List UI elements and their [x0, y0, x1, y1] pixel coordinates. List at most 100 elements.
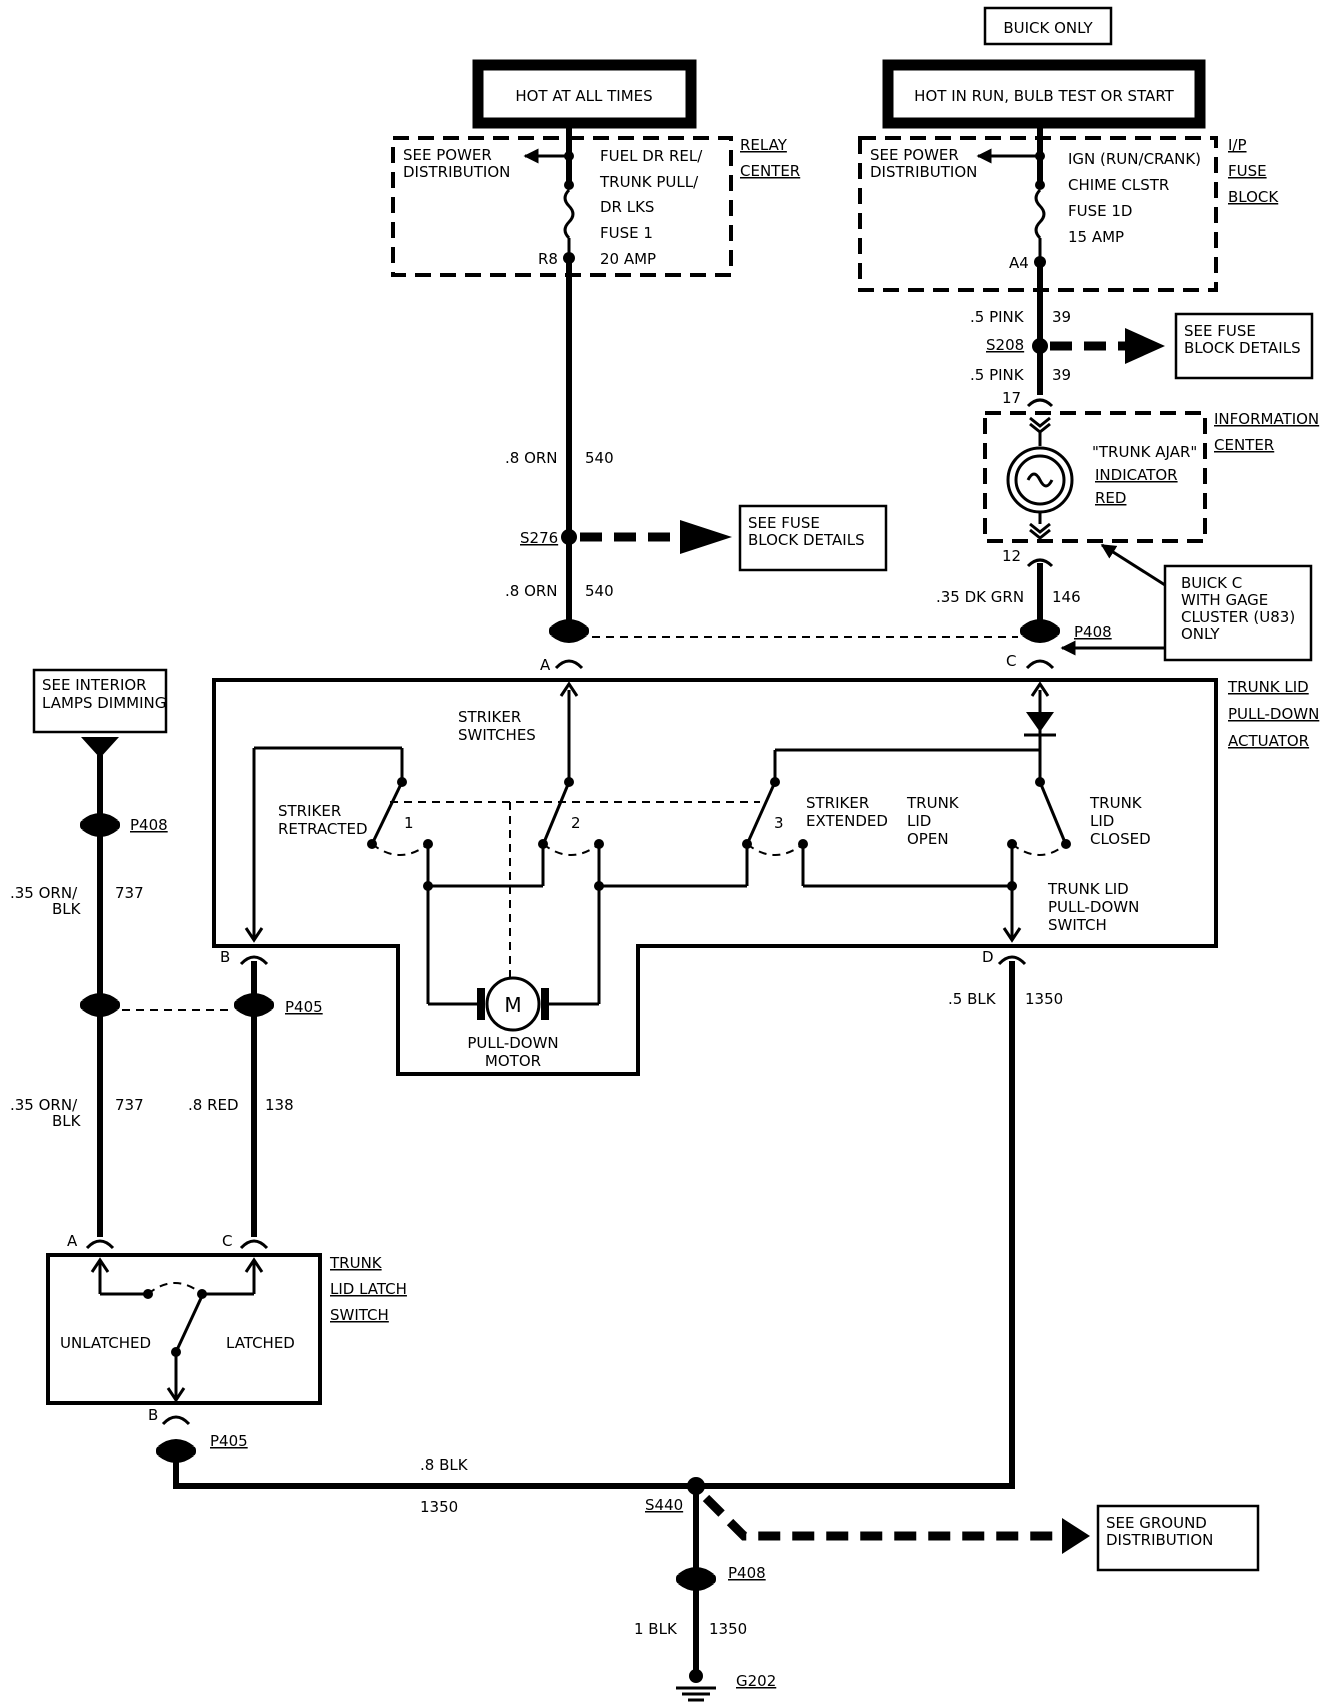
- svg-text:15 AMP: 15 AMP: [1068, 228, 1124, 246]
- connector-p408-c: [1020, 619, 1060, 670]
- svg-text:BLK: BLK: [52, 900, 82, 918]
- svg-text:CENTER: CENTER: [1214, 436, 1274, 454]
- svg-text:A4: A4: [1009, 254, 1029, 272]
- arrow-ground-dist: [1062, 1518, 1090, 1554]
- svg-text:WITH GAGE: WITH GAGE: [1181, 591, 1268, 609]
- svg-text:FUSE 1: FUSE 1: [600, 224, 653, 242]
- svg-text:S276: S276: [520, 529, 558, 547]
- striker-switch-2: 2: [538, 777, 604, 856]
- svg-text:DISTRIBUTION: DISTRIBUTION: [1106, 1531, 1213, 1549]
- svg-text:146: 146: [1052, 588, 1081, 606]
- svg-text:.8 BLK: .8 BLK: [420, 1456, 469, 1474]
- information-center: "TRUNK AJAR" INDICATOR RED INFORMATION C…: [983, 398, 1319, 543]
- svg-text:SEE POWER: SEE POWER: [870, 146, 959, 164]
- svg-text:FUSE: FUSE: [1228, 162, 1267, 180]
- svg-text:C: C: [222, 1232, 232, 1250]
- svg-text:LID LATCH: LID LATCH: [330, 1280, 407, 1298]
- wire-blk-1350-bottom: [173, 1457, 1015, 1489]
- svg-text:.5 BLK: .5 BLK: [948, 990, 997, 1008]
- svg-text:TRUNK LID: TRUNK LID: [1227, 678, 1309, 696]
- svg-text:HOT AT ALL TIMES: HOT AT ALL TIMES: [515, 87, 652, 105]
- svg-text:SEE FUSE: SEE FUSE: [1184, 322, 1256, 340]
- svg-text:PULL-DOWN: PULL-DOWN: [1048, 898, 1139, 916]
- svg-text:STRIKER: STRIKER: [458, 708, 521, 726]
- svg-text:LID: LID: [907, 812, 931, 830]
- pulldown-motor: M: [428, 976, 599, 1032]
- svg-text:BLK: BLK: [52, 1112, 82, 1130]
- svg-text:INFORMATION: INFORMATION: [1214, 410, 1319, 428]
- diode-icon: [1026, 712, 1054, 732]
- svg-text:SEE GROUND: SEE GROUND: [1106, 1514, 1207, 1532]
- svg-text:MOTOR: MOTOR: [485, 1052, 541, 1070]
- svg-text:INDICATOR: INDICATOR: [1095, 466, 1178, 484]
- svg-text:BUICK ONLY: BUICK ONLY: [1003, 19, 1093, 37]
- svg-text:CLUSTER (U83): CLUSTER (U83): [1181, 608, 1295, 626]
- hot-at-all-times-box: HOT AT ALL TIMES: [472, 59, 697, 129]
- svg-text:540: 540: [585, 582, 614, 600]
- svg-text:SEE INTERIOR: SEE INTERIOR: [42, 676, 147, 694]
- trunk-lid-pulldown-switch: [1007, 777, 1071, 856]
- striker-switch-3: 3: [742, 781, 808, 856]
- ground-icon: [676, 1669, 716, 1702]
- svg-text:HOT IN RUN, BULB TEST OR START: HOT IN RUN, BULB TEST OR START: [914, 87, 1174, 105]
- svg-text:P405: P405: [285, 998, 323, 1016]
- svg-text:SWITCHES: SWITCHES: [458, 726, 536, 744]
- svg-text:PULL-DOWN: PULL-DOWN: [467, 1034, 558, 1052]
- buick-c-note: BUICK C WITH GAGE CLUSTER (U83) ONLY: [1060, 543, 1313, 662]
- trunk-lid-pulldown-actuator: [212, 678, 1218, 1076]
- svg-text:1: 1: [404, 814, 414, 832]
- trunk-lid-latch-switch: UNLATCHED LATCHED: [46, 1253, 322, 1405]
- svg-text:D: D: [982, 948, 994, 966]
- svg-text:39: 39: [1052, 366, 1071, 384]
- svg-text:DISTRIBUTION: DISTRIBUTION: [403, 163, 510, 181]
- ip-fuse-block: SEE POWER DISTRIBUTION A4 IGN (RUN/CRANK…: [858, 125, 1279, 292]
- svg-text:UNLATCHED: UNLATCHED: [60, 1334, 151, 1352]
- svg-text:BLOCK: BLOCK: [1228, 188, 1279, 206]
- svg-text:P408: P408: [130, 816, 168, 834]
- svg-text:LID: LID: [1090, 812, 1114, 830]
- svg-text:STRIKER: STRIKER: [806, 794, 869, 812]
- svg-text:M: M: [504, 993, 521, 1017]
- svg-text:A: A: [540, 656, 551, 674]
- fuse-1d-symbol: [1034, 188, 1046, 240]
- svg-text:G202: G202: [736, 1672, 776, 1690]
- svg-text:1350: 1350: [420, 1498, 458, 1516]
- svg-text:737: 737: [115, 884, 144, 902]
- svg-text:TRUNK: TRUNK: [329, 1254, 383, 1272]
- svg-text:540: 540: [585, 449, 614, 467]
- svg-text:.35 ORN/: .35 ORN/: [10, 1096, 78, 1114]
- svg-text:.35 ORN/: .35 ORN/: [10, 884, 78, 902]
- arrow-fuse-details-2: [1125, 328, 1165, 364]
- see-fuse-block-details-1: SEE FUSE BLOCK DETAILS: [738, 504, 888, 572]
- svg-text:LAMPS DIMMING: LAMPS DIMMING: [42, 694, 166, 712]
- svg-text:BLOCK DETAILS: BLOCK DETAILS: [1184, 339, 1301, 357]
- svg-text:SWITCH: SWITCH: [330, 1306, 389, 1324]
- connector-p408-left: [80, 813, 120, 837]
- svg-text:CHIME CLSTR: CHIME CLSTR: [1068, 176, 1169, 194]
- splice-s208: [1032, 338, 1048, 354]
- svg-text:12: 12: [1002, 547, 1021, 565]
- see-interior-lamps-dimming: SEE INTERIOR LAMPS DIMMING: [32, 668, 168, 734]
- see-fuse-block-details-2: SEE FUSE BLOCK DETAILS: [1174, 312, 1314, 380]
- svg-text:.8 RED: .8 RED: [188, 1096, 239, 1114]
- svg-text:ACTUATOR: ACTUATOR: [1228, 732, 1309, 750]
- svg-text:2: 2: [571, 814, 581, 832]
- svg-text:C: C: [1006, 652, 1016, 670]
- svg-text:P405: P405: [210, 1432, 248, 1450]
- svg-text:737: 737: [115, 1096, 144, 1114]
- svg-text:P408: P408: [1074, 623, 1112, 641]
- hot-in-run-box: HOT IN RUN, BULB TEST OR START: [882, 59, 1206, 129]
- svg-text:EXTENDED: EXTENDED: [806, 812, 888, 830]
- svg-text:20 AMP: 20 AMP: [600, 250, 656, 268]
- svg-text:S440: S440: [645, 1496, 683, 1514]
- arrow-fuse-details-1: [680, 520, 732, 554]
- svg-text:1350: 1350: [1025, 990, 1063, 1008]
- connector-p405-left: [80, 993, 120, 1017]
- svg-text:R8: R8: [538, 250, 558, 268]
- svg-text:RETRACTED: RETRACTED: [278, 820, 368, 838]
- svg-text:1350: 1350: [709, 1620, 747, 1638]
- svg-text:.8 ORN: .8 ORN: [505, 449, 558, 467]
- svg-text:IGN (RUN/CRANK): IGN (RUN/CRANK): [1068, 150, 1201, 168]
- svg-text:DR LKS: DR LKS: [600, 198, 654, 216]
- svg-text:RED: RED: [1095, 489, 1126, 507]
